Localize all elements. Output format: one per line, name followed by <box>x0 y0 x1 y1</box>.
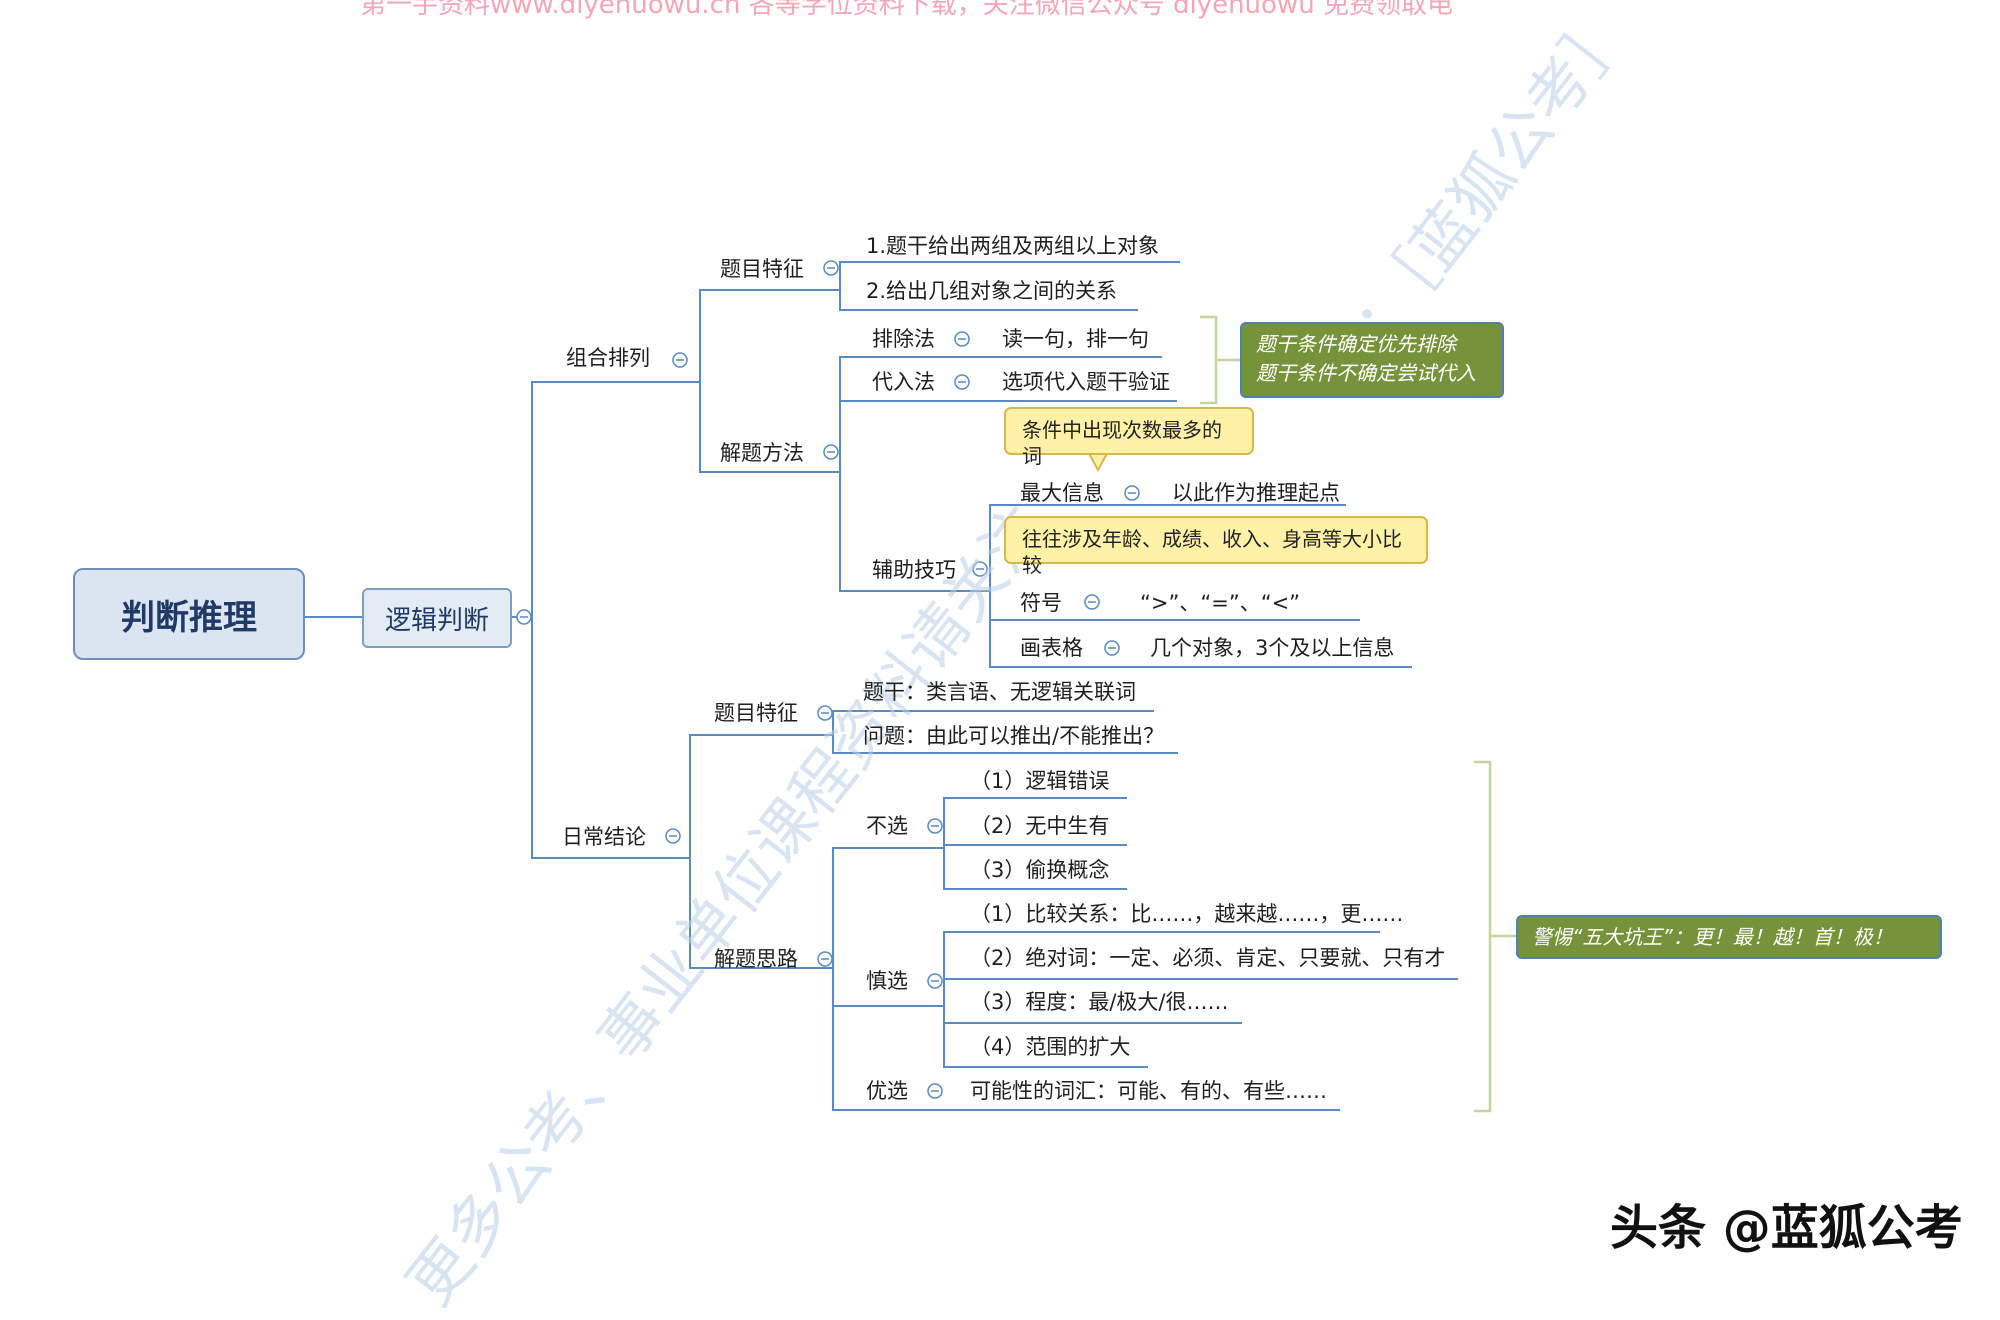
method-exclude-detail[interactable]: 读一句，排一句 <box>1002 327 1149 351</box>
b1-features-label[interactable]: 题目特征 <box>720 257 804 281</box>
approach-careful[interactable]: 慎选 <box>866 969 908 993</box>
aux-table[interactable]: 画表格 <box>1020 636 1083 660</box>
method-substitute[interactable]: 代入法 <box>872 370 935 394</box>
note-five-traps: 警惕“五大坑王”：更！最！越！首！极！ <box>1516 915 1942 959</box>
b1-feature-2[interactable]: 2.给出几组对象之间的关系 <box>866 279 1118 303</box>
approach-prefer[interactable]: 优选 <box>866 1079 908 1103</box>
aux-max-info-detail[interactable]: 以此作为推理起点 <box>1172 481 1340 505</box>
note-methods-line-2: 题干条件不确定尝试代入 <box>1256 361 1476 385</box>
aux-symbol-detail[interactable]: “>”、“=”、“<” <box>1140 591 1301 615</box>
callout-max-info: 条件中出现次数最多的词 <box>1004 407 1254 468</box>
note-methods-summary: 题干条件确定优先排除 题干条件不确定尝试代入 <box>1240 322 1504 398</box>
not-choose-item-2[interactable]: （2）无中生有 <box>970 814 1110 838</box>
aux-symbol[interactable]: 符号 <box>1020 591 1062 615</box>
not-choose-item-1[interactable]: （1）逻辑错误 <box>970 769 1110 793</box>
prefer-detail[interactable]: 可能性的词汇：可能、有的、有些…… <box>970 1079 1327 1103</box>
method-substitute-detail[interactable]: 选项代入题干验证 <box>1002 370 1170 394</box>
top-watermark: 第一手资料www.diyehuowu.cn 各等学位资料下载，关注微信公众号 d… <box>360 0 1453 20</box>
aux-table-detail[interactable]: 几个对象，3个及以上信息 <box>1150 636 1395 660</box>
b2-approach-label[interactable]: 解题思路 <box>714 947 798 971</box>
aux-techniques-label[interactable]: 辅助技巧 <box>872 558 956 582</box>
careful-item-3[interactable]: （3）程度：最/极大/很…… <box>970 990 1229 1014</box>
callout-symbol: 往往涉及年龄、成绩、收入、身高等大小比较 <box>1004 516 1428 577</box>
b2-feature-1[interactable]: 题干：类言语、无逻辑关联词 <box>863 680 1136 704</box>
approach-not-choose[interactable]: 不选 <box>866 814 908 838</box>
mindmap-connectors <box>305 260 1516 1113</box>
careful-item-4[interactable]: （4）范围的扩大 <box>970 1035 1131 1059</box>
summary-brackets <box>1200 315 1516 1113</box>
branch-combination-arrangement[interactable]: 组合排列 <box>566 346 650 370</box>
note-methods-line-1: 题干条件确定优先排除 <box>1256 332 1456 356</box>
careful-item-1[interactable]: （1）比较关系：比……，越来越……，更…… <box>970 902 1404 926</box>
main-topic-node[interactable]: 逻辑判断 <box>362 588 512 648</box>
b2-features-label[interactable]: 题目特征 <box>714 701 798 725</box>
careful-item-2[interactable]: （2）绝对词：一定、必须、肯定、只要就、只有才 <box>970 946 1446 970</box>
b1-methods-label[interactable]: 解题方法 <box>720 441 804 465</box>
root-node[interactable]: 判断推理 <box>73 568 305 660</box>
branch-daily-conclusion[interactable]: 日常结论 <box>562 825 646 849</box>
b1-feature-1[interactable]: 1.题干给出两组及两组以上对象 <box>866 234 1160 258</box>
b2-feature-2[interactable]: 问题：由此可以推出/不能推出？ <box>863 724 1165 748</box>
not-choose-item-3[interactable]: （3）偷换概念 <box>970 858 1110 882</box>
aux-max-info[interactable]: 最大信息 <box>1020 481 1104 505</box>
collapse-markers <box>516 260 1140 1099</box>
footer-credit: 头条 @蓝狐公考 <box>1610 1200 1963 1256</box>
method-exclude[interactable]: 排除法 <box>872 327 935 351</box>
